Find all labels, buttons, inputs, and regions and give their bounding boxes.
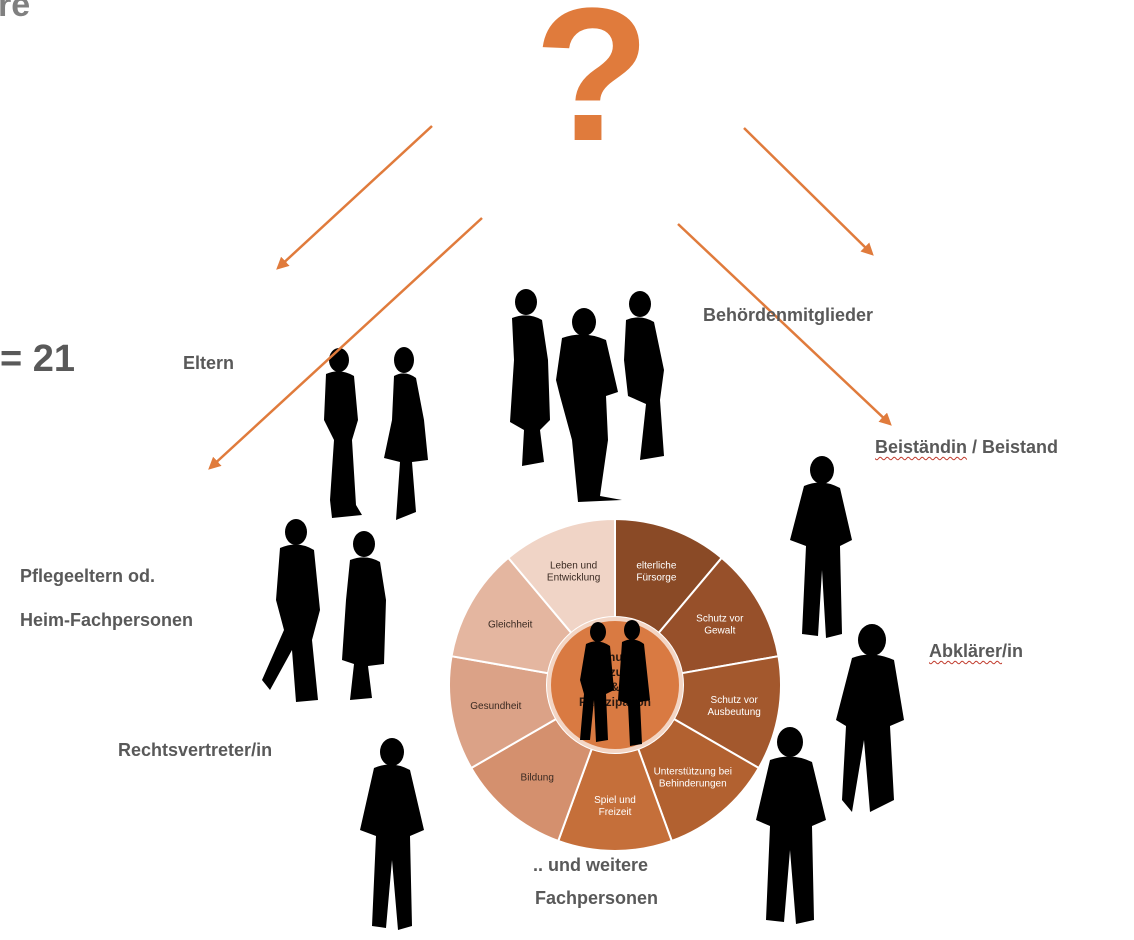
label-eltern: Eltern	[183, 353, 235, 373]
person-silhouette	[360, 738, 424, 930]
label-abklaerer-part2: /in	[1002, 641, 1024, 661]
label-behoerdenmitglieder: Behördenmitglieder	[703, 305, 874, 325]
arrow-to-pflegeeltern	[208, 217, 483, 470]
arrow-to-behoerden	[743, 127, 874, 256]
wheel-segment-label: Gesundheit	[470, 701, 521, 712]
arrows	[208, 125, 892, 470]
label-pflegeeltern-line2: Heim-Fachpersonen	[20, 610, 194, 630]
label-beistand-part1: Beiständin	[875, 437, 968, 457]
arrow-to-eltern	[276, 125, 433, 270]
label-weitere-line2: Fachpersonen	[535, 888, 659, 908]
label-abklaerer: Abklärer/in	[929, 641, 1023, 662]
equation-label: = 21	[0, 338, 76, 380]
label-rechtsvertreter: Rechtsvertreter/in	[118, 740, 273, 760]
person-silhouette	[624, 291, 664, 460]
person-silhouette	[510, 289, 550, 466]
label-abklaerer-part1: Abklärer	[929, 641, 1003, 661]
label-weitere-line1: .. und weitere	[533, 855, 649, 875]
label-beistand-part2: / Beistand	[967, 437, 1059, 457]
wheel-segment-label: Bildung	[521, 772, 554, 783]
wheel-segment	[506, 517, 616, 635]
center-couple-silhouette	[580, 620, 650, 746]
person-silhouette	[836, 624, 904, 812]
cut-off-title-fragment: re	[0, 0, 31, 24]
question-mark-icon: ?	[534, 0, 651, 181]
person-silhouette	[790, 456, 852, 638]
wheel-segment-label: Gleichheit	[488, 619, 533, 630]
label-pflegeeltern-line1: Pflegeeltern od.	[20, 566, 156, 586]
person-silhouette	[262, 519, 320, 702]
person-silhouette	[756, 727, 826, 924]
arrow-to-beistand	[677, 223, 892, 426]
label-beistand: Beiständin / Beistand	[875, 437, 1058, 458]
person-silhouette	[324, 348, 362, 518]
people-silhouettes	[262, 289, 904, 930]
person-silhouette	[384, 347, 428, 520]
person-silhouette	[342, 531, 386, 700]
person-silhouette	[556, 308, 622, 502]
